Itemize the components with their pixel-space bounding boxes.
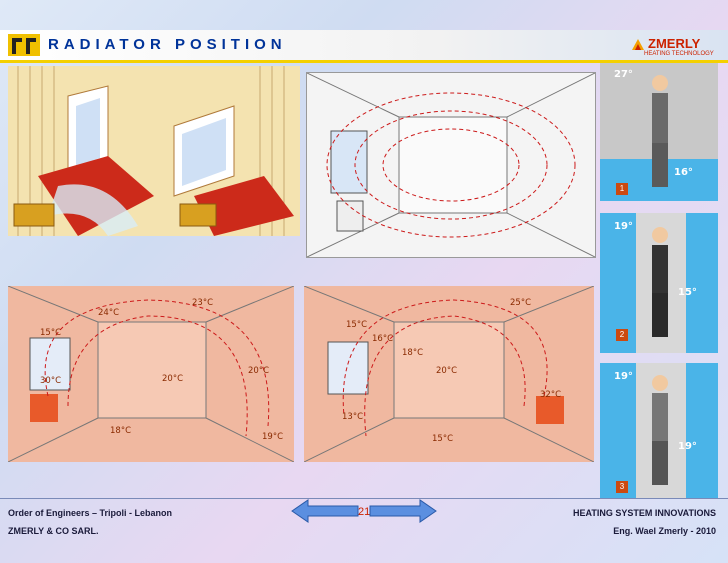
temp-label: 15°C	[40, 328, 62, 338]
arrow-left-icon	[291, 499, 359, 523]
arrow-right-icon	[369, 499, 437, 523]
flame-icon	[632, 39, 644, 50]
temp-label: 18°C	[402, 348, 424, 358]
brand-tagline: HEATING TECHNOLOGY	[644, 51, 714, 57]
wall-illustration-2	[154, 66, 300, 236]
title-bar	[0, 30, 728, 60]
room-temperature-diagram-right: 25°C 15°C 16°C 18°C 20°C 32°C 13°C 15°C	[304, 286, 594, 462]
temp-label: 20°C	[436, 366, 458, 376]
temp-label: 15°C	[432, 434, 454, 444]
figure-card: 27° 16° 1	[600, 63, 718, 201]
next-page-button[interactable]	[368, 498, 438, 524]
temp-label: 16°C	[372, 334, 394, 344]
temp-label: 19°	[614, 221, 633, 232]
figure-number: 1	[616, 183, 628, 195]
temp-label: 16°	[674, 167, 693, 178]
temp-label: 18°C	[110, 426, 132, 436]
temp-label: 20°C	[162, 374, 184, 384]
person-figure	[652, 375, 668, 485]
wall-illustration-1	[8, 66, 154, 236]
temp-label: 25°C	[510, 298, 532, 308]
page-number: 21	[358, 506, 371, 518]
temp-label: 15°	[678, 287, 697, 298]
temp-label: 30°C	[40, 376, 62, 386]
temp-label: 32°C	[540, 390, 562, 400]
page-title: RADIATOR POSITION	[48, 36, 287, 53]
temp-label: 24°C	[98, 308, 120, 318]
footer-org-line2: ZMERLY & CO SARL.	[8, 526, 99, 536]
footer-divider	[0, 498, 728, 499]
org-logo	[8, 34, 40, 56]
room-circulation-diagram	[306, 72, 596, 258]
figure-sidebar: 27° 16° 1 19° 15° 2 19° 19° 3	[600, 63, 718, 499]
person-figure	[652, 227, 668, 337]
figure-number: 2	[616, 329, 628, 341]
temp-label: 15°C	[346, 320, 368, 330]
temp-label: 19°	[614, 371, 633, 382]
footer-org-line1: Order of Engineers – Tripoli - Lebanon	[8, 508, 173, 518]
figure-card: 19° 19° 3	[600, 363, 718, 499]
temp-label: 19°	[678, 441, 697, 452]
temp-label: 20°C	[248, 366, 270, 376]
temp-label: 27°	[614, 69, 633, 80]
temp-label: 23°C	[192, 298, 214, 308]
header-divider	[0, 60, 728, 63]
previous-page-button[interactable]	[290, 498, 360, 524]
person-figure	[652, 75, 668, 187]
footer-right-line1: HEATING SYSTEM INNOVATIONS	[572, 508, 716, 518]
brand-name: ZMERLY	[648, 36, 701, 51]
temp-label: 13°C	[342, 412, 364, 422]
figure-number: 3	[616, 481, 628, 493]
room-temperature-diagram-left: 24°C 23°C 15°C 20°C 20°C 30°C 18°C 19°C	[8, 286, 294, 462]
temp-label: 19°C	[262, 432, 284, 442]
figure-card: 19° 15° 2	[600, 213, 718, 353]
brand-logo: ZMERLY HEATING TECHNOLOGY	[628, 36, 722, 60]
footer-right-line2: Eng. Wael Zmerly - 2010	[613, 526, 716, 536]
